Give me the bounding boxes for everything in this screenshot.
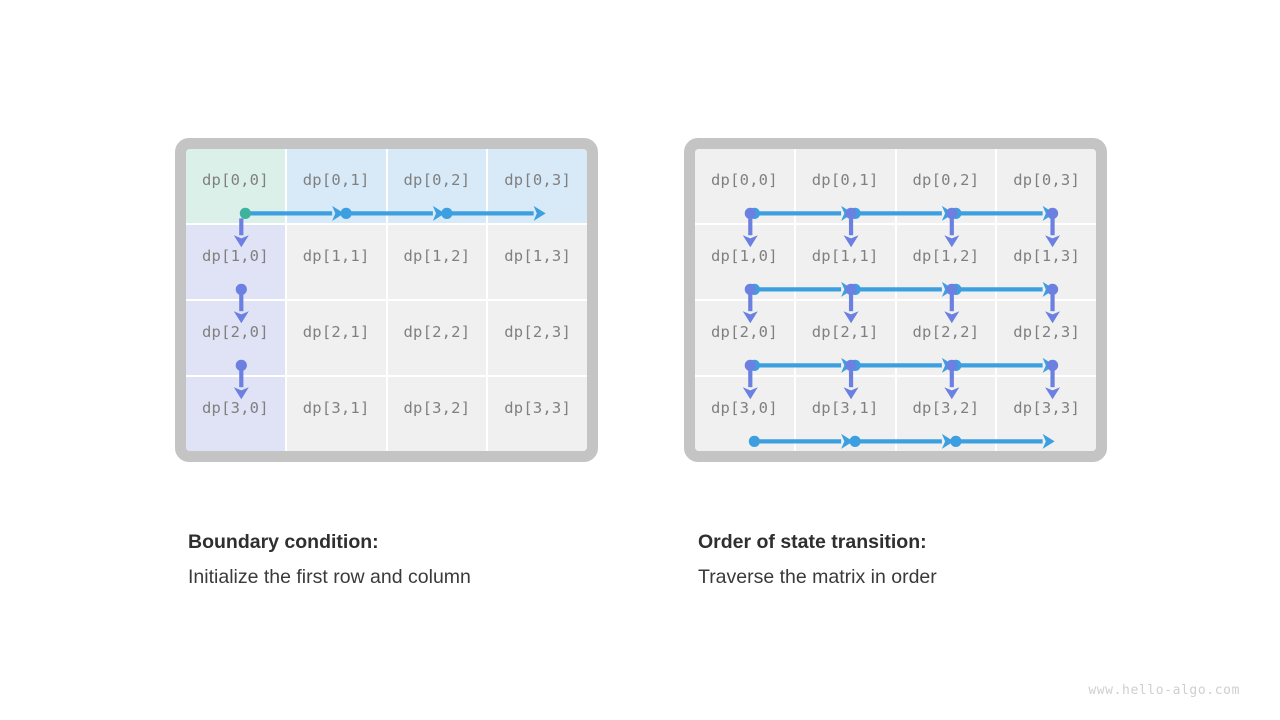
dp-cell-left-0-3: dp[0,3] (488, 149, 587, 223)
dp-cell-label: dp[0,1] (302, 171, 370, 189)
dp-grid-frame-left: dp[0,0] dp[0,1] dp[0,2] dp[0,3] dp[1,0] dp[1,… (175, 138, 598, 462)
dp-cell-right-2-2: dp[2,2] (896, 301, 996, 375)
caption-state-transition-order: Order of state transition: Traverse the … (698, 528, 937, 592)
dp-cell-label: dp[2,1] (811, 323, 879, 341)
dp-cell-label: dp[0,0] (202, 171, 269, 189)
dp-grid-frame-right: dp[0,0] dp[0,1] dp[0,2] dp[0,3] dp[1,0] dp[1,… (684, 138, 1107, 462)
dp-cell-left-2-0: dp[2,0] (186, 301, 285, 375)
dp-cell-label: dp[0,0] (711, 171, 778, 189)
dp-cell-right-2-1: dp[2,1] (795, 301, 895, 375)
dp-cell-label: dp[3,0] (202, 399, 269, 417)
dp-cell-right-3-0: dp[3,0] (695, 377, 794, 451)
dp-cell-label: dp[3,2] (403, 399, 471, 417)
dp-cell-left-1-3: dp[1,3] (488, 225, 587, 299)
dp-cell-right-0-0: dp[0,0] (695, 149, 794, 223)
dp-cell-left-3-3: dp[3,3] (488, 377, 587, 451)
dp-cell-left-3-1: dp[3,1] (286, 377, 386, 451)
dp-cell-label: dp[3,3] (1013, 399, 1080, 417)
dp-cell-right-1-3: dp[1,3] (997, 225, 1096, 299)
dp-cell-label: dp[1,0] (202, 247, 269, 265)
dp-cell-label: dp[1,2] (403, 247, 471, 265)
dp-cell-label: dp[2,2] (912, 323, 980, 341)
dp-cell-right-1-1: dp[1,1] (795, 225, 895, 299)
dp-cell-label: dp[1,3] (504, 247, 571, 265)
caption-body-left: Initialize the first row and column (188, 566, 471, 589)
dp-cell-left-2-2: dp[2,2] (387, 301, 487, 375)
dp-cell-right-1-2: dp[1,2] (896, 225, 996, 299)
dp-cell-right-0-3: dp[0,3] (997, 149, 1096, 223)
dp-cell-left-2-1: dp[2,1] (286, 301, 386, 375)
dp-cell-right-1-0: dp[1,0] (695, 225, 794, 299)
dp-cell-right-0-2: dp[0,2] (896, 149, 996, 223)
dp-cell-right-3-1: dp[3,1] (795, 377, 895, 451)
dp-cell-label: dp[1,1] (302, 247, 370, 265)
dp-cell-label: dp[1,0] (711, 247, 778, 265)
dp-cell-right-3-3: dp[3,3] (997, 377, 1096, 451)
caption-title-left: Boundary condition: (188, 531, 379, 553)
dp-cell-label: dp[2,0] (711, 323, 778, 341)
dp-cell-left-1-2: dp[1,2] (387, 225, 487, 299)
dp-cell-left-3-0: dp[3,0] (186, 377, 285, 451)
dp-grid-left: dp[0,0] dp[0,1] dp[0,2] dp[0,3] dp[1,0] dp[1,… (186, 149, 587, 451)
dp-cell-label: dp[2,2] (403, 323, 471, 341)
dp-cell-label: dp[2,3] (1013, 323, 1080, 341)
dp-cell-right-3-2: dp[3,2] (896, 377, 996, 451)
dp-cell-right-2-0: dp[2,0] (695, 301, 794, 375)
dp-cell-label: dp[3,2] (912, 399, 980, 417)
dp-cell-label: dp[0,2] (912, 171, 980, 189)
dp-cell-right-2-3: dp[2,3] (997, 301, 1096, 375)
dp-cell-label: dp[1,1] (811, 247, 879, 265)
dp-cell-left-0-0: dp[0,0] (186, 149, 285, 223)
dp-cell-label: dp[1,3] (1013, 247, 1080, 265)
dp-cell-right-0-1: dp[0,1] (795, 149, 895, 223)
dp-cell-label: dp[0,1] (811, 171, 879, 189)
caption-body-right: Traverse the matrix in order (698, 566, 937, 589)
dp-cell-label: dp[0,3] (504, 171, 571, 189)
dp-cell-left-2-3: dp[2,3] (488, 301, 587, 375)
dp-cell-label: dp[2,3] (504, 323, 571, 341)
dp-cell-label: dp[0,2] (403, 171, 471, 189)
dp-cell-label: dp[0,3] (1013, 171, 1080, 189)
caption-title-right: Order of state transition: (698, 531, 927, 553)
dp-cell-label: dp[2,1] (302, 323, 370, 341)
panel-state-transition-order: dp[0,0] dp[0,1] dp[0,2] dp[0,3] dp[1,0] dp[1,… (684, 138, 1107, 462)
dp-cell-left-1-1: dp[1,1] (286, 225, 386, 299)
panel-boundary-condition: dp[0,0] dp[0,1] dp[0,2] dp[0,3] dp[1,0] dp[1,… (175, 138, 598, 462)
dp-cell-label: dp[3,1] (811, 399, 879, 417)
dp-cell-left-3-2: dp[3,2] (387, 377, 487, 451)
caption-boundary-condition: Boundary condition: Initialize the first… (188, 528, 471, 592)
dp-cell-label: dp[3,3] (504, 399, 571, 417)
dp-cell-label: dp[1,2] (912, 247, 980, 265)
dp-cell-left-1-0: dp[1,0] (186, 225, 285, 299)
watermark-url: www.hello-algo.com (1088, 683, 1240, 698)
dp-cell-left-0-1: dp[0,1] (286, 149, 386, 223)
dp-cell-label: dp[2,0] (202, 323, 269, 341)
dp-cell-label: dp[3,1] (302, 399, 370, 417)
dp-cell-left-0-2: dp[0,2] (387, 149, 487, 223)
dp-cell-label: dp[3,0] (711, 399, 778, 417)
dp-grid-right: dp[0,0] dp[0,1] dp[0,2] dp[0,3] dp[1,0] dp[1,… (695, 149, 1096, 451)
